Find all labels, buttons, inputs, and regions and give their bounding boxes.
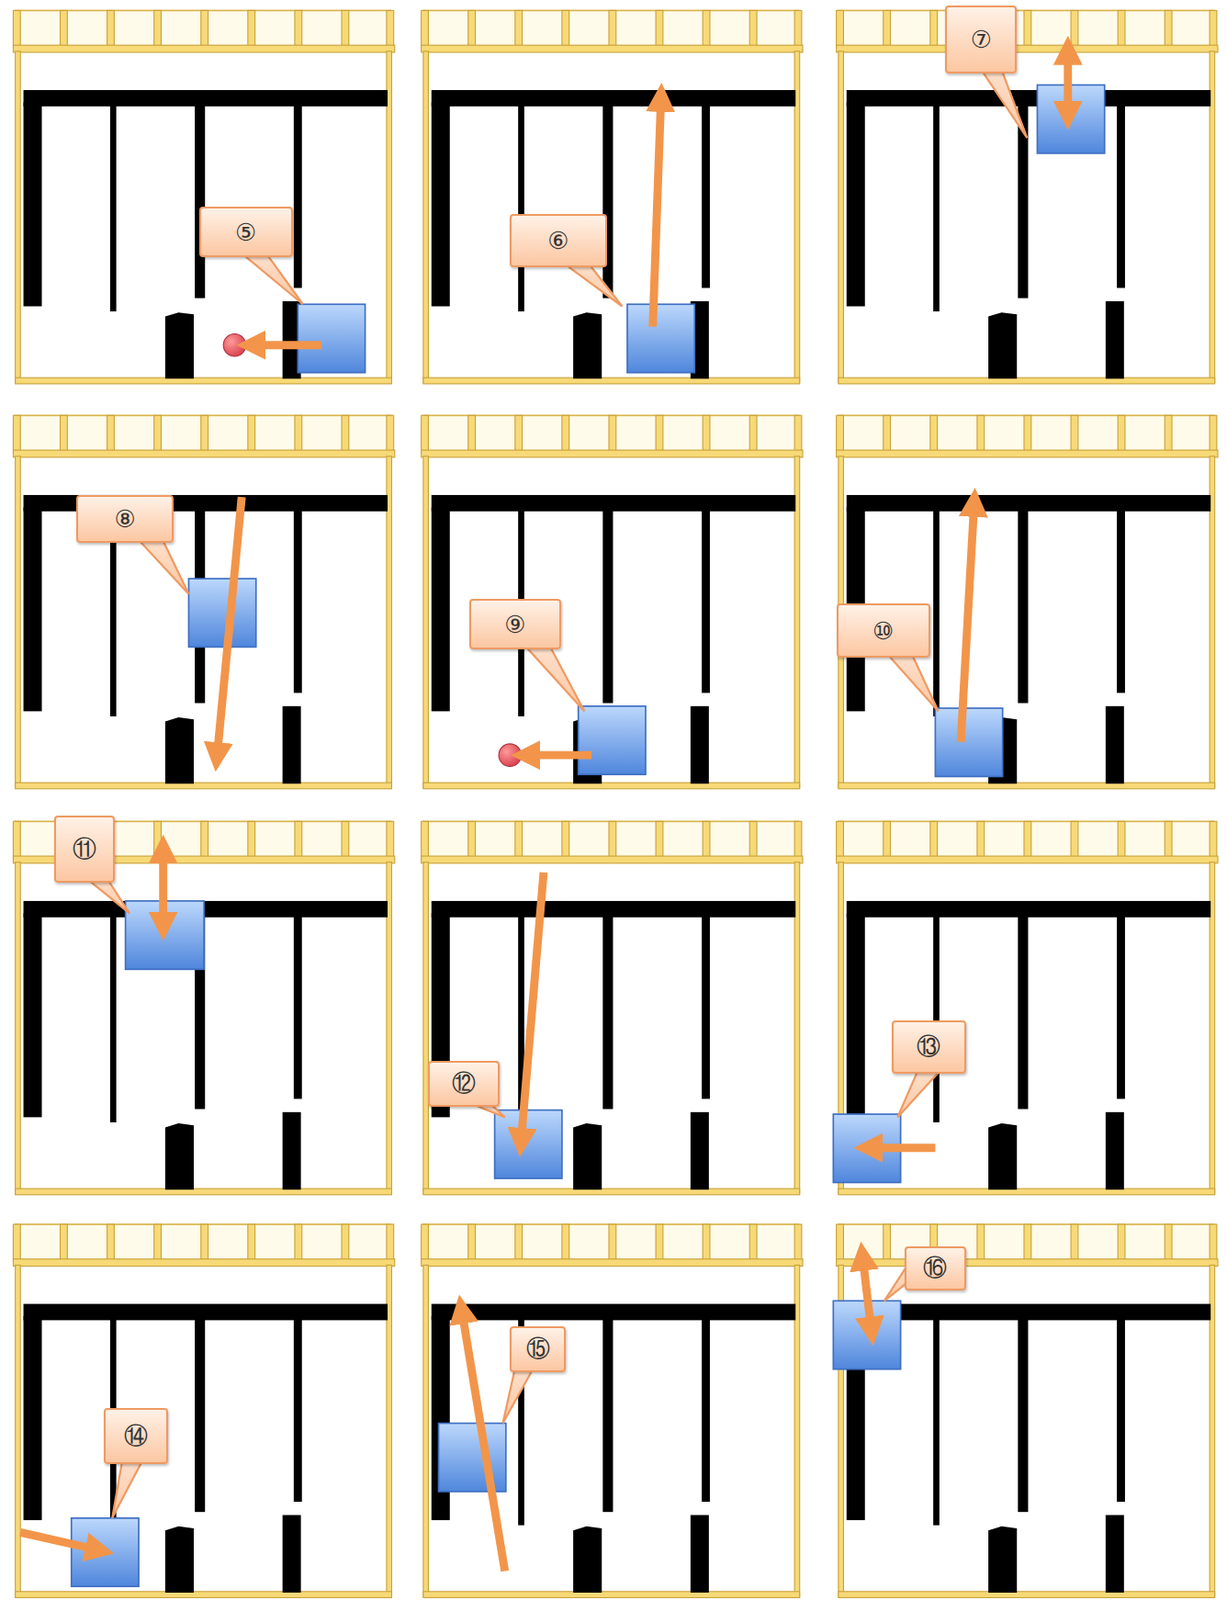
- panel: [421, 821, 803, 1194]
- callout-box: ⑤: [199, 206, 293, 257]
- panel: [833, 821, 1218, 1194]
- red-ball: [498, 743, 521, 766]
- move-arrow: [870, 1143, 935, 1152]
- callout-tail: [503, 1368, 534, 1424]
- callout-tail: [897, 1069, 941, 1117]
- callout-number: ⑨: [504, 610, 526, 639]
- callout-number: ⑬: [916, 1030, 941, 1063]
- callout-box: ⑪: [54, 815, 116, 882]
- callout-number: ⑥: [547, 226, 569, 255]
- maze-frame: [836, 1224, 1218, 1598]
- maze-frame: [421, 1224, 803, 1598]
- move-arrow: [217, 496, 243, 755]
- callout-number: ⑭: [123, 1419, 148, 1453]
- move-arrow: [960, 505, 974, 743]
- callout-tail: [980, 69, 1027, 138]
- callout-box: ⑩: [836, 603, 931, 658]
- callout-tail: [241, 253, 304, 305]
- blue-block: [934, 708, 1002, 777]
- callout-tail: [563, 263, 622, 307]
- blue-block: [578, 706, 646, 775]
- blue-block: [188, 578, 256, 647]
- blue-block: [627, 303, 695, 372]
- callout-box: ⑦: [945, 5, 1017, 74]
- callout-number: ⑤: [235, 218, 257, 247]
- blue-block: [439, 1423, 507, 1492]
- callout-box: ⑫: [427, 1060, 500, 1107]
- callout-tail: [112, 1460, 143, 1519]
- blue-block: [495, 1110, 563, 1179]
- move-arrow: [652, 100, 662, 327]
- maze-frame: [12, 10, 394, 383]
- move-arrow: [20, 1531, 97, 1550]
- move-arrow: [158, 852, 168, 924]
- callout-box: ⑥: [509, 213, 608, 268]
- callout-number: ⑦: [970, 25, 992, 54]
- move-arrow: [1063, 53, 1072, 113]
- maze-frame: [836, 10, 1218, 383]
- panel: [836, 10, 1218, 383]
- maze-frame: [12, 1224, 394, 1598]
- callout-number: ⑪: [72, 833, 97, 866]
- panel: [12, 10, 394, 383]
- callout-number: ⑯: [923, 1251, 947, 1284]
- maze-frame: [836, 415, 1218, 788]
- callout-number: ⑧: [113, 505, 136, 533]
- callout-number: ⑮: [526, 1332, 551, 1365]
- red-ball: [223, 333, 246, 356]
- callout-tail: [887, 653, 939, 711]
- panel: [836, 415, 1218, 788]
- blue-block: [297, 303, 365, 372]
- callout-box: ⑭: [103, 1407, 169, 1464]
- move-arrow: [461, 1311, 506, 1571]
- callout-box: ⑨: [469, 598, 562, 651]
- panel: [833, 1224, 1218, 1598]
- move-arrow: [254, 340, 322, 349]
- callout-tail: [525, 645, 585, 711]
- callout-number: ⑫: [451, 1067, 476, 1100]
- maze-frame: [12, 415, 394, 788]
- callout-number: ⑩: [872, 617, 894, 645]
- callout-tail: [86, 878, 130, 914]
- panel: [12, 415, 394, 788]
- panel: [421, 415, 803, 788]
- blue-block: [71, 1518, 139, 1587]
- callout-tail: [137, 539, 190, 595]
- panel: [12, 1224, 394, 1598]
- callout-box: ⑬: [891, 1020, 967, 1075]
- maze-frame: [421, 415, 803, 788]
- maze-frame: [421, 10, 803, 383]
- maze-frame: [421, 821, 803, 1194]
- move-arrow: [863, 1259, 872, 1329]
- move-arrow: [520, 872, 543, 1140]
- callout-box: ⑧: [76, 495, 174, 543]
- callout-box: ⑮: [509, 1326, 566, 1373]
- panel: [421, 1224, 803, 1598]
- callout-box: ⑯: [904, 1246, 967, 1291]
- move-arrow: [528, 751, 592, 760]
- panel: [421, 10, 803, 383]
